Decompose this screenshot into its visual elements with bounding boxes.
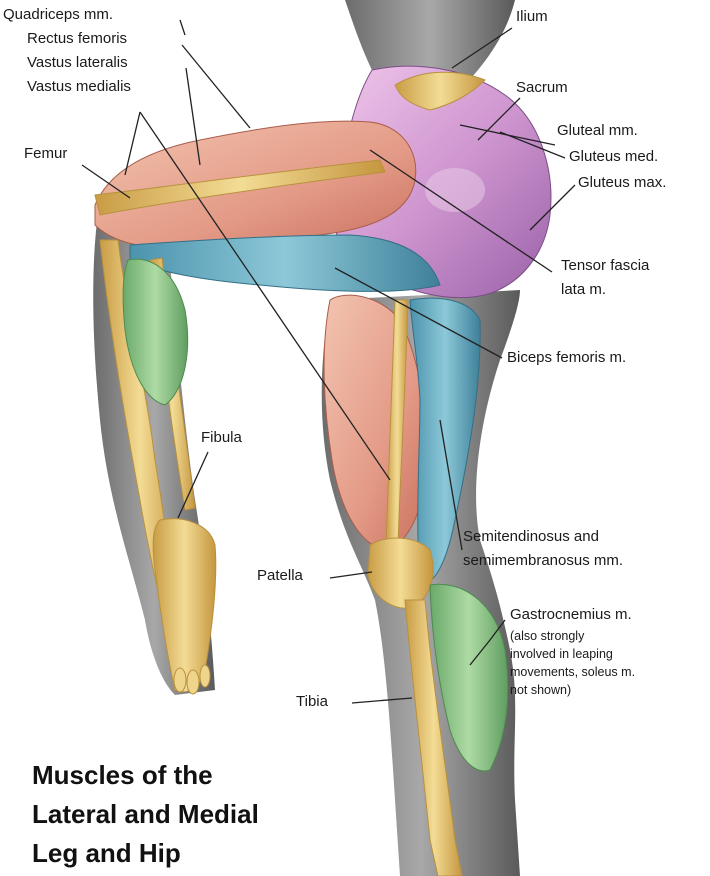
standing-calf bbox=[429, 583, 509, 772]
figure-title: Muscles of the Lateral and Medial Leg an… bbox=[32, 756, 259, 873]
figure-title-line-3: Leg and Hip bbox=[32, 838, 181, 868]
leader-biceps-femoris bbox=[334, 267, 503, 359]
leader-vastus-lateralis bbox=[185, 67, 201, 166]
label-rectus-femoris: Rectus femoris bbox=[27, 30, 128, 47]
label-patella: Patella bbox=[257, 567, 303, 584]
label-tibia: Tibia bbox=[296, 693, 328, 710]
label-tensor-fascia-2: lata m. bbox=[561, 281, 607, 298]
leader-quadriceps bbox=[179, 19, 186, 36]
figure-title-line-2: Lateral and Medial bbox=[32, 799, 259, 829]
leader-gluteus-med bbox=[499, 131, 566, 159]
label-gluteal: Gluteal mm. bbox=[557, 122, 638, 139]
leader-gastrocnemius bbox=[469, 619, 506, 666]
label-semitendinosus-1: Semitendinosus and bbox=[463, 528, 599, 545]
leader-tibia bbox=[351, 697, 413, 704]
leader-ilium bbox=[451, 27, 513, 69]
label-sacrum: Sacrum bbox=[516, 79, 568, 96]
label-fibula: Fibula bbox=[201, 429, 242, 446]
label-vastus-lateralis: Vastus lateralis bbox=[27, 54, 128, 71]
figure-title-line-1: Muscles of the bbox=[32, 760, 213, 790]
leader-gluteus-max bbox=[529, 184, 576, 231]
standing-tibia bbox=[404, 599, 463, 876]
label-gastrocnemius: Gastrocnemius m. bbox=[510, 606, 632, 623]
label-vastus-medialis: Vastus medialis bbox=[27, 78, 131, 95]
leader-semitendinosus bbox=[439, 419, 463, 551]
label-gastro-note-2: involved in leaping bbox=[510, 647, 613, 661]
label-gastro-note-3: movements, soleus m. bbox=[510, 665, 636, 679]
leader-vastus-medialis-a bbox=[124, 111, 141, 176]
raised-hamstring bbox=[129, 234, 441, 292]
label-gluteus-max: Gluteus max. bbox=[578, 174, 667, 191]
raised-toes bbox=[173, 664, 211, 695]
label-semitendinosus-2: semimembranosus mm. bbox=[463, 552, 624, 569]
leader-femur bbox=[81, 164, 131, 199]
leader-fibula bbox=[177, 451, 209, 519]
label-gastro-note-1: (also strongly bbox=[510, 629, 585, 643]
standing-hamstring bbox=[409, 297, 481, 583]
label-tensor-fascia-1: Tensor fascia bbox=[561, 257, 650, 274]
ilium-bone bbox=[394, 71, 486, 111]
leader-sacrum bbox=[477, 97, 521, 141]
leader-tensor-fascia bbox=[369, 149, 553, 273]
label-biceps-femoris: Biceps femoris m. bbox=[507, 349, 627, 366]
label-gluteus-med: Gluteus med. bbox=[569, 148, 659, 165]
leader-lines bbox=[81, 19, 576, 704]
leader-rectus-femoris bbox=[181, 44, 251, 129]
label-ilium: Ilium bbox=[516, 8, 548, 25]
raised-calf bbox=[122, 258, 189, 406]
femur-bone bbox=[94, 159, 386, 216]
label-gastro-note-4: not shown) bbox=[510, 683, 572, 697]
leader-patella bbox=[329, 571, 373, 579]
hip-joint bbox=[425, 168, 485, 212]
label-quadriceps: Quadriceps mm. bbox=[3, 6, 114, 23]
leader-vastus-medialis-b bbox=[139, 111, 391, 481]
label-femur: Femur bbox=[24, 145, 68, 162]
